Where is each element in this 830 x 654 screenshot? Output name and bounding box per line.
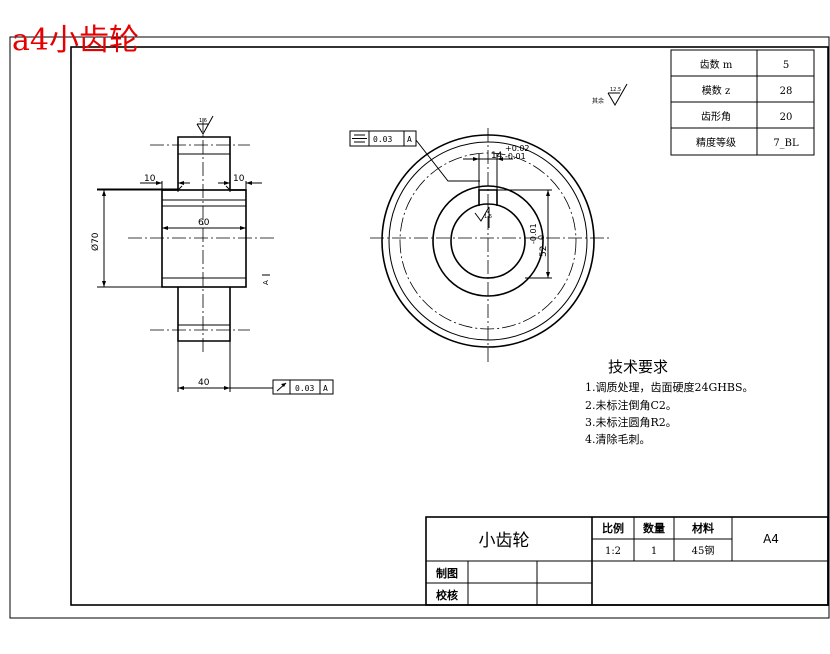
param-label-3: 精度等级	[696, 136, 736, 149]
qty-label: 数量	[643, 521, 665, 535]
tech-item-2: 2.未标注倒角C2。	[585, 398, 677, 412]
scale-value: 1:2	[605, 546, 621, 557]
param-value-2: 20	[780, 112, 793, 123]
tech-item-4: 4.清除毛刺。	[585, 432, 651, 446]
dim-40: 40	[198, 378, 210, 388]
param-label-2: 齿形角	[701, 111, 731, 123]
general-roughness-value: 12.5	[610, 87, 621, 93]
title-block: 小齿轮 比例 数量 材料 1:2 1 45钢 A4 制图 校核	[425, 516, 829, 606]
part-name: 小齿轮	[479, 531, 530, 551]
key-depth-dim: 52	[539, 246, 549, 257]
sheet-border	[9, 36, 830, 619]
dim-left-10: 10	[144, 174, 156, 184]
param-label-0: 齿数 m	[700, 58, 733, 71]
side-view: 1.6 10 10 60 Ø70 A	[90, 115, 334, 395]
tech-title: 技术要求	[608, 358, 668, 376]
key-depth-upper: 0	[537, 235, 546, 240]
checked-label: 校核	[436, 588, 458, 602]
qty-value: 1	[651, 546, 657, 557]
symmetry-tolerance: 0.03	[373, 135, 392, 144]
datum-a-label: A	[262, 280, 270, 285]
param-value-3: 7_BL	[773, 138, 799, 149]
bore-roughness: 1.6	[484, 214, 492, 220]
key-width-lower: -0.01	[505, 152, 526, 161]
general-roughness-symbol: 其余 12.5	[592, 83, 628, 106]
drawn-label: 制图	[436, 566, 458, 580]
parameter-table: 齿数 m 5 模数 z 28 齿形角 20 精度等级 7_BL	[670, 49, 815, 156]
material-label: 材料	[692, 521, 714, 535]
tech-requirements: 技术要求 1.调质处理，齿面硬度24GHBS。 2.未标注倒角C2。 3.未标注…	[585, 358, 754, 446]
symmetry-datum: A	[407, 135, 412, 144]
material-value: 45钢	[692, 544, 715, 557]
key-width-dim: 14	[491, 151, 503, 161]
key-depth-lower: -0.01	[529, 223, 538, 244]
dim-right-10: 10	[233, 174, 245, 184]
runout-datum: A	[323, 384, 328, 393]
tech-item-3: 3.未标注圆角R2。	[585, 415, 677, 429]
param-value-0: 5	[783, 60, 789, 71]
param-value-1: 28	[780, 86, 793, 97]
corner-title: a4小齿轮	[12, 23, 139, 58]
drawing-frame	[70, 46, 829, 606]
sheet-size: A4	[763, 532, 779, 546]
runout-tolerance: 0.03	[295, 384, 314, 393]
general-roughness-prefix: 其余	[592, 97, 604, 105]
dim-60: 60	[198, 218, 210, 228]
scale-label: 比例	[602, 521, 624, 535]
dim-dia70: Ø70	[90, 232, 101, 251]
param-label-1: 模数 z	[702, 84, 730, 97]
tech-item-1: 1.调质处理，齿面硬度24GHBS。	[585, 380, 754, 394]
side-roughness-value: 1.6	[199, 118, 207, 124]
front-view: 0.03 A 14 +0.02 -0.01 52 0 -0.01 1.6	[349, 128, 612, 364]
key-width-upper: +0.02	[505, 144, 530, 153]
